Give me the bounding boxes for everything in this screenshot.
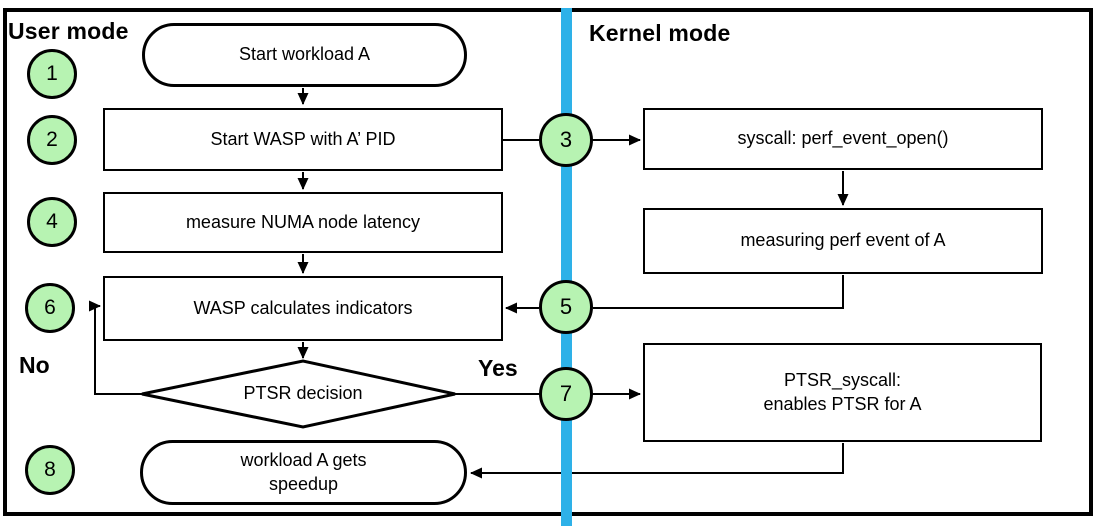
mode-divider-line — [561, 8, 572, 526]
arrow-no-loop-to-indicators — [89, 300, 142, 395]
no-branch-label: No — [19, 352, 50, 378]
arrow-ptsr-to-speedup — [470, 443, 844, 479]
decision-diamond-shape — [141, 359, 456, 429]
node-ptsr-decision-label: PTSR decision — [243, 383, 363, 403]
node-start-wasp: Start WASP with A’ PID — [103, 108, 503, 171]
node-measuring-perf: measuring perf event of A — [643, 208, 1043, 274]
node-ptsr-syscall: PTSR_syscall: enables PTSR for A — [643, 343, 1042, 442]
step-circle-7: 7 — [539, 367, 593, 421]
step-circle-8: 8 — [25, 445, 75, 495]
node-workload-speedup: workload A gets speedup — [140, 440, 467, 505]
user-mode-label: User mode — [8, 18, 129, 44]
node-syscall-open: syscall: perf_event_open() — [643, 108, 1043, 170]
step-circle-2: 2 — [27, 115, 77, 165]
step-circle-3: 3 — [539, 113, 593, 167]
step-circle-5: 5 — [539, 280, 593, 334]
kernel-mode-label: Kernel mode — [589, 20, 731, 46]
step-circle-6: 6 — [25, 283, 75, 333]
outer-border — [3, 8, 1093, 516]
node-measure-numa: measure NUMA node latency — [103, 192, 503, 253]
node-wasp-indicators: WASP calculates indicators — [103, 276, 503, 341]
node-start-workload: Start workload A — [142, 23, 467, 87]
step-circle-1: 1 — [27, 49, 77, 99]
yes-branch-label: Yes — [478, 355, 518, 381]
line-measuring-to-step5 — [593, 275, 844, 309]
step-circle-4: 4 — [27, 197, 77, 247]
